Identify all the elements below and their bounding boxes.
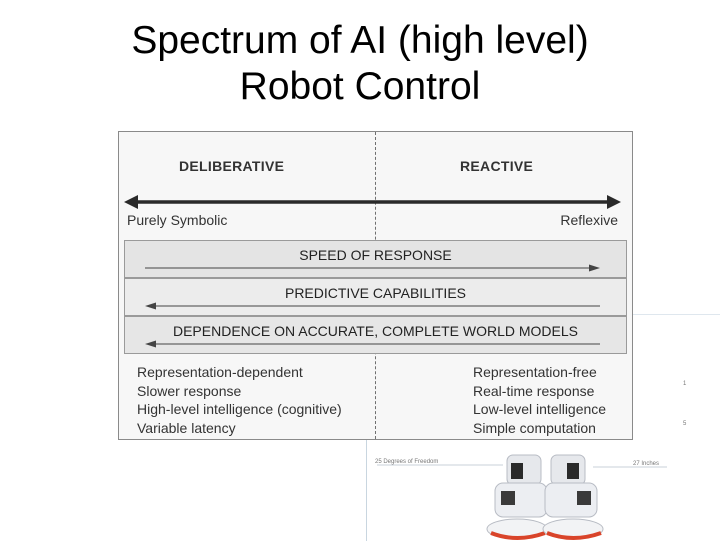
- end-label-purely-symbolic: Purely Symbolic: [127, 212, 228, 228]
- reactive-traits-list: Representation-free Real-time response L…: [473, 363, 606, 437]
- band-predictive-capabilities: PREDICTIVE CAPABILITIES: [124, 278, 627, 316]
- trait-item: Low-level intelligence: [473, 401, 607, 417]
- trait-item: Representation-free: [473, 364, 597, 380]
- arrow-left-icon: [145, 340, 600, 348]
- robot-tick-mark: 1: [683, 381, 687, 387]
- deliberative-traits-list: Representation-dependent Slower response…: [137, 363, 342, 437]
- trait-item: Real-time response: [473, 382, 595, 399]
- band-label: DEPENDENCE ON ACCURATE, COMPLETE WORLD M…: [172, 323, 579, 339]
- title-line-2: Robot Control: [239, 65, 481, 108]
- robot-legs-illustration: [377, 454, 667, 540]
- end-label-reflexive: Reflexive: [560, 212, 618, 228]
- deliberative-reactive-diagram: DELIBERATIVE REACTIVE Purely Symbolic Re…: [118, 131, 633, 440]
- heading-deliberative: DELIBERATIVE: [179, 158, 285, 174]
- band-label: PREDICTIVE CAPABILITIES: [284, 285, 466, 301]
- band-label: SPEED OF RESPONSE: [299, 247, 452, 263]
- band-world-model-dependence: DEPENDENCE ON ACCURATE, COMPLETE WORLD M…: [124, 316, 627, 354]
- arrow-right-icon: [145, 264, 600, 272]
- slide-title: Spectrum of AI (high level) Robot Contro…: [0, 18, 720, 110]
- spectrum-double-arrow: [124, 195, 621, 209]
- band-speed-of-response: SPEED OF RESPONSE: [124, 240, 627, 278]
- robot-tick-mark: 5: [683, 421, 687, 427]
- trait-item: Slower response: [137, 382, 242, 399]
- trait-item: Simple computation: [473, 419, 596, 436]
- robot-caption-dof: 25 Degrees of Freedom: [375, 459, 439, 465]
- arrow-left-icon: [145, 302, 600, 310]
- trait-item: Representation-dependent: [137, 364, 303, 380]
- trait-item: High-level intelligence (cognitive): [137, 401, 342, 417]
- robot-caption-height: 27 Inches: [633, 461, 660, 467]
- trait-item: Variable latency: [137, 419, 236, 436]
- heading-reactive: REACTIVE: [460, 158, 534, 174]
- title-line-1: Spectrum of AI (high level): [131, 19, 589, 62]
